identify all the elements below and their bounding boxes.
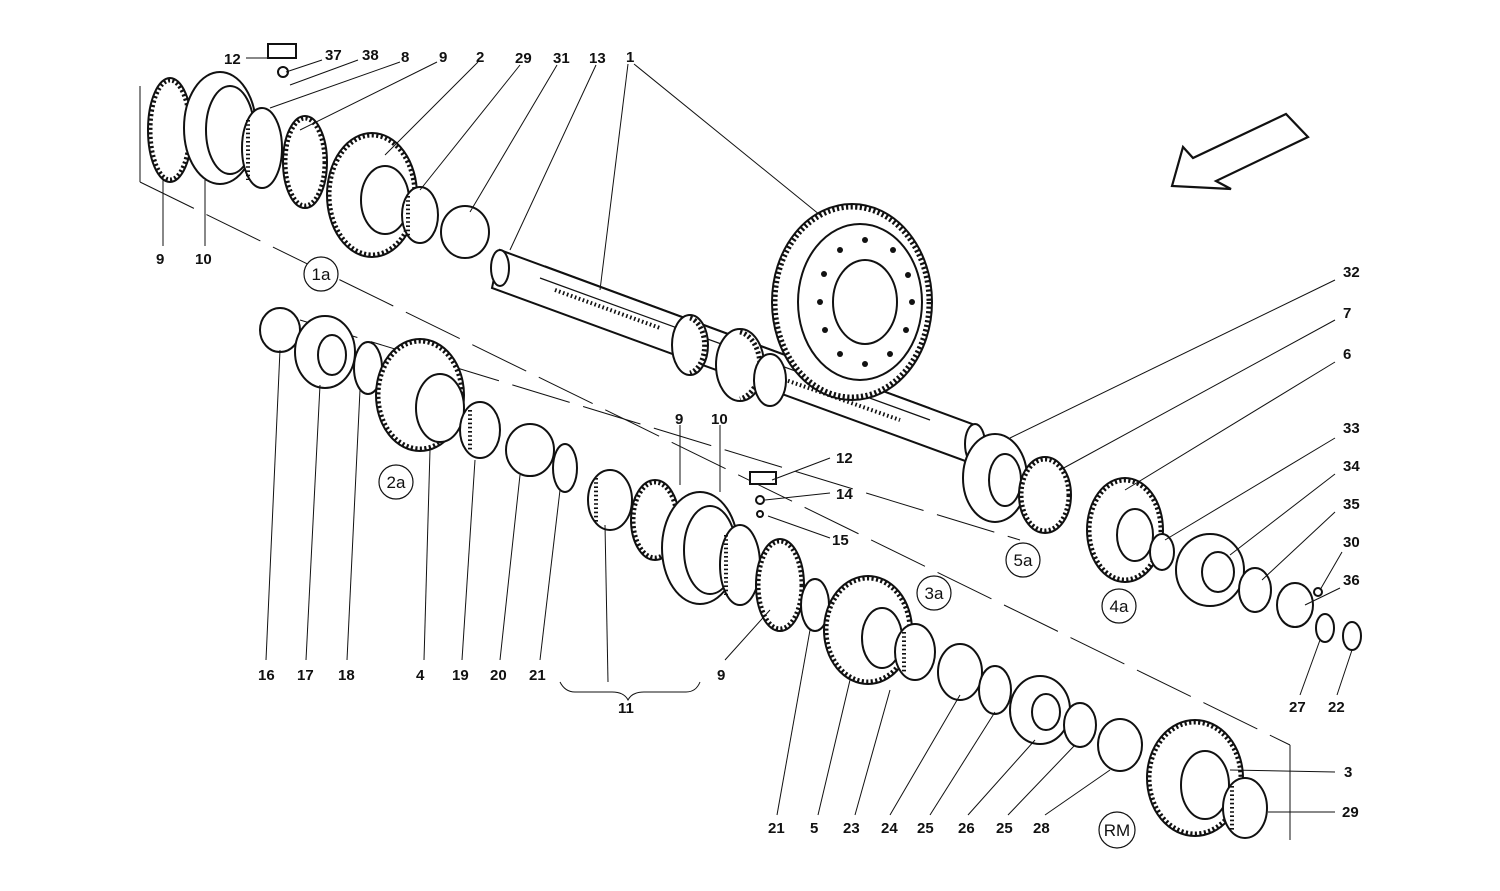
callout-21-low: 21 — [768, 820, 785, 837]
callout-18: 18 — [338, 667, 355, 684]
callout-9-top: 9 — [439, 49, 447, 66]
callout-5: 5 — [810, 820, 818, 837]
callout-24: 24 — [881, 820, 898, 837]
subassembly-badges: 1a 2a 3a 4a 5a RM — [303, 256, 1137, 849]
callout-13: 13 — [589, 50, 606, 67]
callout-21-left: 21 — [529, 667, 546, 684]
callout-25-a: 25 — [917, 820, 934, 837]
badge-3a: 3a — [925, 584, 944, 603]
callout-36: 36 — [1343, 572, 1360, 589]
direction-arrow-icon — [1170, 112, 1310, 191]
callout-26: 26 — [958, 820, 975, 837]
callout-4: 4 — [416, 667, 425, 684]
callout-2: 2 — [476, 49, 484, 66]
callout-38: 38 — [362, 47, 379, 64]
callout-33: 33 — [1343, 420, 1360, 437]
callout-32: 32 — [1343, 264, 1360, 281]
callout-9-left: 9 — [156, 251, 164, 268]
callout-19: 19 — [452, 667, 469, 684]
callout-28: 28 — [1033, 820, 1050, 837]
callout-numbers: 12 37 38 8 9 2 29 31 13 1 9 10 32 7 6 33… — [156, 47, 1360, 837]
leader-lines — [162, 57, 1353, 816]
badge-1a: 1a — [312, 265, 331, 284]
callout-34: 34 — [1343, 458, 1360, 475]
callout-20: 20 — [490, 667, 507, 684]
callout-7: 7 — [1343, 305, 1351, 322]
badge-4a: 4a — [1110, 597, 1129, 616]
callout-9-mid: 9 — [675, 411, 683, 428]
callout-27: 27 — [1289, 699, 1306, 716]
callout-29-low: 29 — [1342, 804, 1359, 821]
callout-14: 14 — [836, 486, 853, 503]
badge-5a: 5a — [1014, 551, 1033, 570]
callout-6: 6 — [1343, 346, 1351, 363]
callout-15: 15 — [832, 532, 849, 549]
callout-11: 11 — [618, 700, 634, 717]
callout-10-left: 10 — [195, 251, 212, 268]
callout-37: 37 — [325, 47, 342, 64]
callout-1: 1 — [626, 49, 634, 66]
callout-31: 31 — [553, 50, 570, 67]
callout-9-low: 9 — [717, 667, 725, 684]
callout-12-mid: 12 — [836, 450, 853, 467]
upper-right-parts — [962, 433, 1362, 651]
callout-35: 35 — [1343, 496, 1360, 513]
callout-17: 17 — [297, 667, 314, 684]
badge-2a: 2a — [387, 473, 406, 492]
badge-rm: RM — [1104, 821, 1130, 840]
callout-12-top: 12 — [224, 51, 241, 68]
callout-30: 30 — [1343, 534, 1360, 551]
callout-23: 23 — [843, 820, 860, 837]
callout-16: 16 — [258, 667, 275, 684]
callout-10-mid: 10 — [711, 411, 728, 428]
callout-29-top: 29 — [515, 50, 532, 67]
lower-shaft-parts — [259, 307, 1268, 839]
callout-3: 3 — [1344, 764, 1352, 781]
ring-gear — [771, 203, 933, 401]
callout-25-b: 25 — [996, 820, 1013, 837]
upper-left-parts — [147, 43, 490, 259]
callout-22: 22 — [1328, 699, 1345, 716]
callout-8: 8 — [401, 49, 409, 66]
